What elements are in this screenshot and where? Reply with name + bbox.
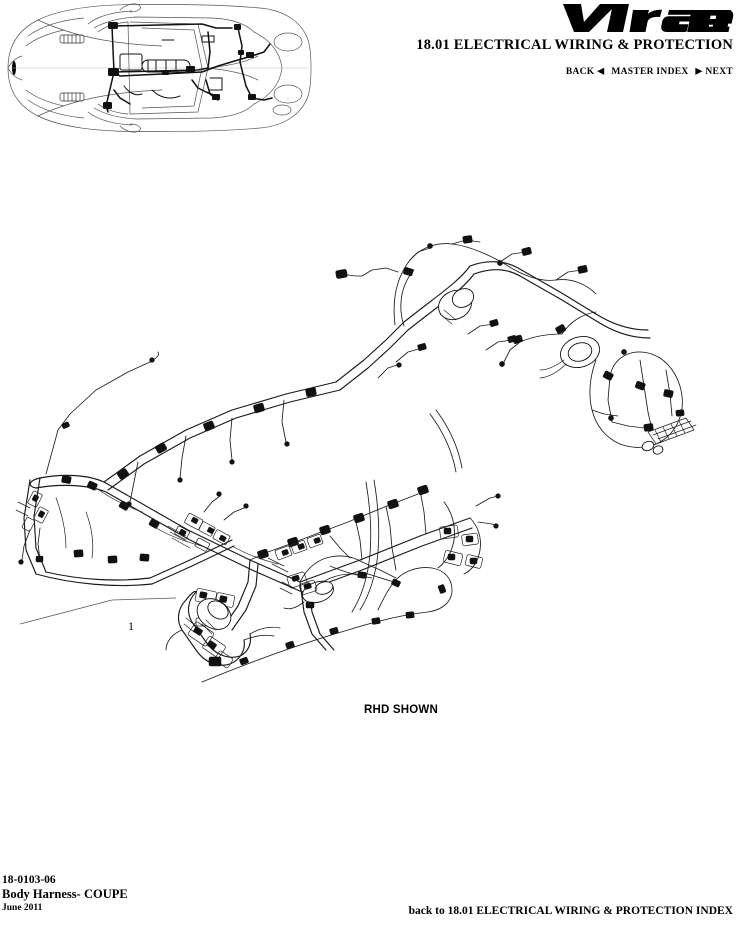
page-footer: 18-0103-06 Body Harness- COUPE June 2011… [0, 874, 737, 926]
back-arrow-icon[interactable]: ◀ [597, 65, 605, 76]
callout-label-1: 1 [128, 619, 134, 633]
body-harness-figure: .hv { fill:none; stroke:#1a1a1a; stroke-… [0, 230, 737, 700]
part-name: Body Harness- COUPE [2, 887, 128, 901]
next-link[interactable]: NEXT [705, 67, 733, 77]
revision-date: June 2011 [2, 903, 43, 913]
part-number: 18-0103-06 [2, 874, 56, 886]
next-arrow-icon[interactable]: ▶ [695, 65, 703, 76]
car-top-view-thumbnail [2, 2, 320, 134]
back-to-index-link[interactable]: back to 18.01 ELECTRICAL WIRING & PROTEC… [408, 905, 733, 917]
view-orientation-note: RHD SHOWN [364, 704, 438, 716]
master-index-link[interactable]: MASTER INDEX [611, 67, 689, 77]
header-navigation: BACK◀ MASTER INDEX ▶NEXT [0, 65, 733, 78]
virage-brand-logo [553, 1, 735, 35]
back-link[interactable]: BACK [565, 67, 595, 77]
page-title: 18.01 ELECTRICAL WIRING & PROTECTION [416, 37, 733, 53]
page-header: 18.01 ELECTRICAL WIRING & PROTECTION BAC… [0, 0, 737, 140]
